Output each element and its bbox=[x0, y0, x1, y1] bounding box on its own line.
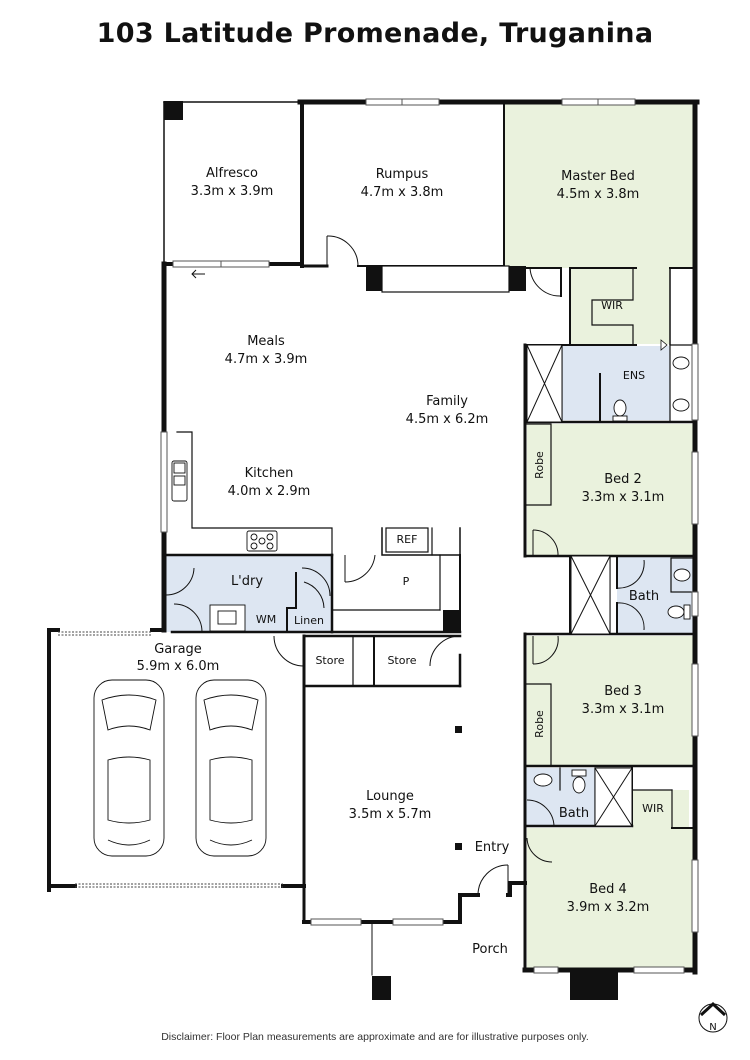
room-size: 4.5m x 6.2m bbox=[406, 412, 489, 427]
room-size: 5.9m x 6.0m bbox=[137, 659, 220, 674]
sink-icon bbox=[672, 356, 690, 370]
showers bbox=[526, 344, 633, 827]
room-fills bbox=[166, 103, 693, 970]
door-swings bbox=[165, 235, 645, 896]
room-name: L'dry bbox=[231, 574, 263, 589]
room-name: Kitchen bbox=[245, 466, 294, 481]
room-name: Garage bbox=[154, 642, 202, 657]
feature-wall bbox=[381, 265, 510, 293]
sliding-door-arrow-icon bbox=[191, 269, 205, 279]
room-name: Robe bbox=[533, 710, 546, 738]
room-name: Bath bbox=[629, 589, 659, 604]
room-name: Bed 2 bbox=[604, 472, 642, 487]
door-marker-icon bbox=[660, 339, 668, 351]
room-name: Rumpus bbox=[376, 167, 429, 182]
page-title: 103 Latitude Promenade, Truganina bbox=[96, 18, 654, 49]
room-name: Entry bbox=[475, 840, 510, 855]
room-name: Master Bed bbox=[561, 169, 635, 184]
room-name: Robe bbox=[533, 451, 546, 479]
room-size: 4.7m x 3.8m bbox=[361, 185, 444, 200]
compass-north-icon: N bbox=[698, 1001, 728, 1033]
car-icons bbox=[93, 679, 267, 857]
room-size: 3.3m x 3.1m bbox=[582, 490, 665, 505]
sink-icon bbox=[533, 773, 553, 787]
room-name: Store bbox=[387, 654, 416, 667]
room-size: 3.3m x 3.9m bbox=[191, 184, 274, 199]
car-icon bbox=[93, 679, 165, 857]
room-name: Bath bbox=[559, 806, 589, 821]
toilet-icon bbox=[667, 605, 685, 619]
room-name: Bed 4 bbox=[589, 882, 627, 897]
columns bbox=[164, 101, 618, 1000]
room-name: Porch bbox=[472, 942, 508, 957]
disclaimer-text: Disclaimer: Floor Plan measurements are … bbox=[161, 1031, 589, 1043]
room-labels: Alfresco 3.3m x 3.9m Rumpus 4.7m x 3.8m … bbox=[137, 166, 665, 957]
car-icon bbox=[195, 679, 267, 857]
sink-icon bbox=[673, 568, 691, 582]
svg-text:N: N bbox=[709, 1022, 716, 1033]
room-name: Store bbox=[315, 654, 344, 667]
room-name: P bbox=[403, 575, 410, 588]
fixtures bbox=[171, 356, 691, 794]
room-name: Linen bbox=[294, 614, 324, 627]
room-size: 3.3m x 3.1m bbox=[582, 702, 665, 717]
room-name: Bed 3 bbox=[604, 684, 642, 699]
toilet-icon bbox=[572, 776, 586, 794]
toilet-icon bbox=[613, 399, 627, 417]
room-name: Meals bbox=[247, 334, 285, 349]
room-name: WM bbox=[256, 613, 276, 626]
room-name: Lounge bbox=[366, 789, 414, 804]
room-name: WIR bbox=[601, 299, 623, 312]
room-size: 3.5m x 5.7m bbox=[349, 807, 432, 822]
room-size: 4.5m x 3.8m bbox=[557, 187, 640, 202]
room-name: ENS bbox=[623, 369, 645, 382]
windows bbox=[160, 98, 699, 974]
room-size: 3.9m x 3.2m bbox=[567, 900, 650, 915]
room-name: Family bbox=[426, 394, 468, 409]
garage-doors bbox=[58, 631, 283, 888]
room-size: 4.7m x 3.9m bbox=[225, 352, 308, 367]
room-name: REF bbox=[397, 533, 418, 546]
room-size: 4.0m x 2.9m bbox=[228, 484, 311, 499]
room-name: Alfresco bbox=[206, 166, 258, 181]
sink-icon bbox=[672, 398, 690, 412]
room-name: WIR bbox=[642, 802, 664, 815]
